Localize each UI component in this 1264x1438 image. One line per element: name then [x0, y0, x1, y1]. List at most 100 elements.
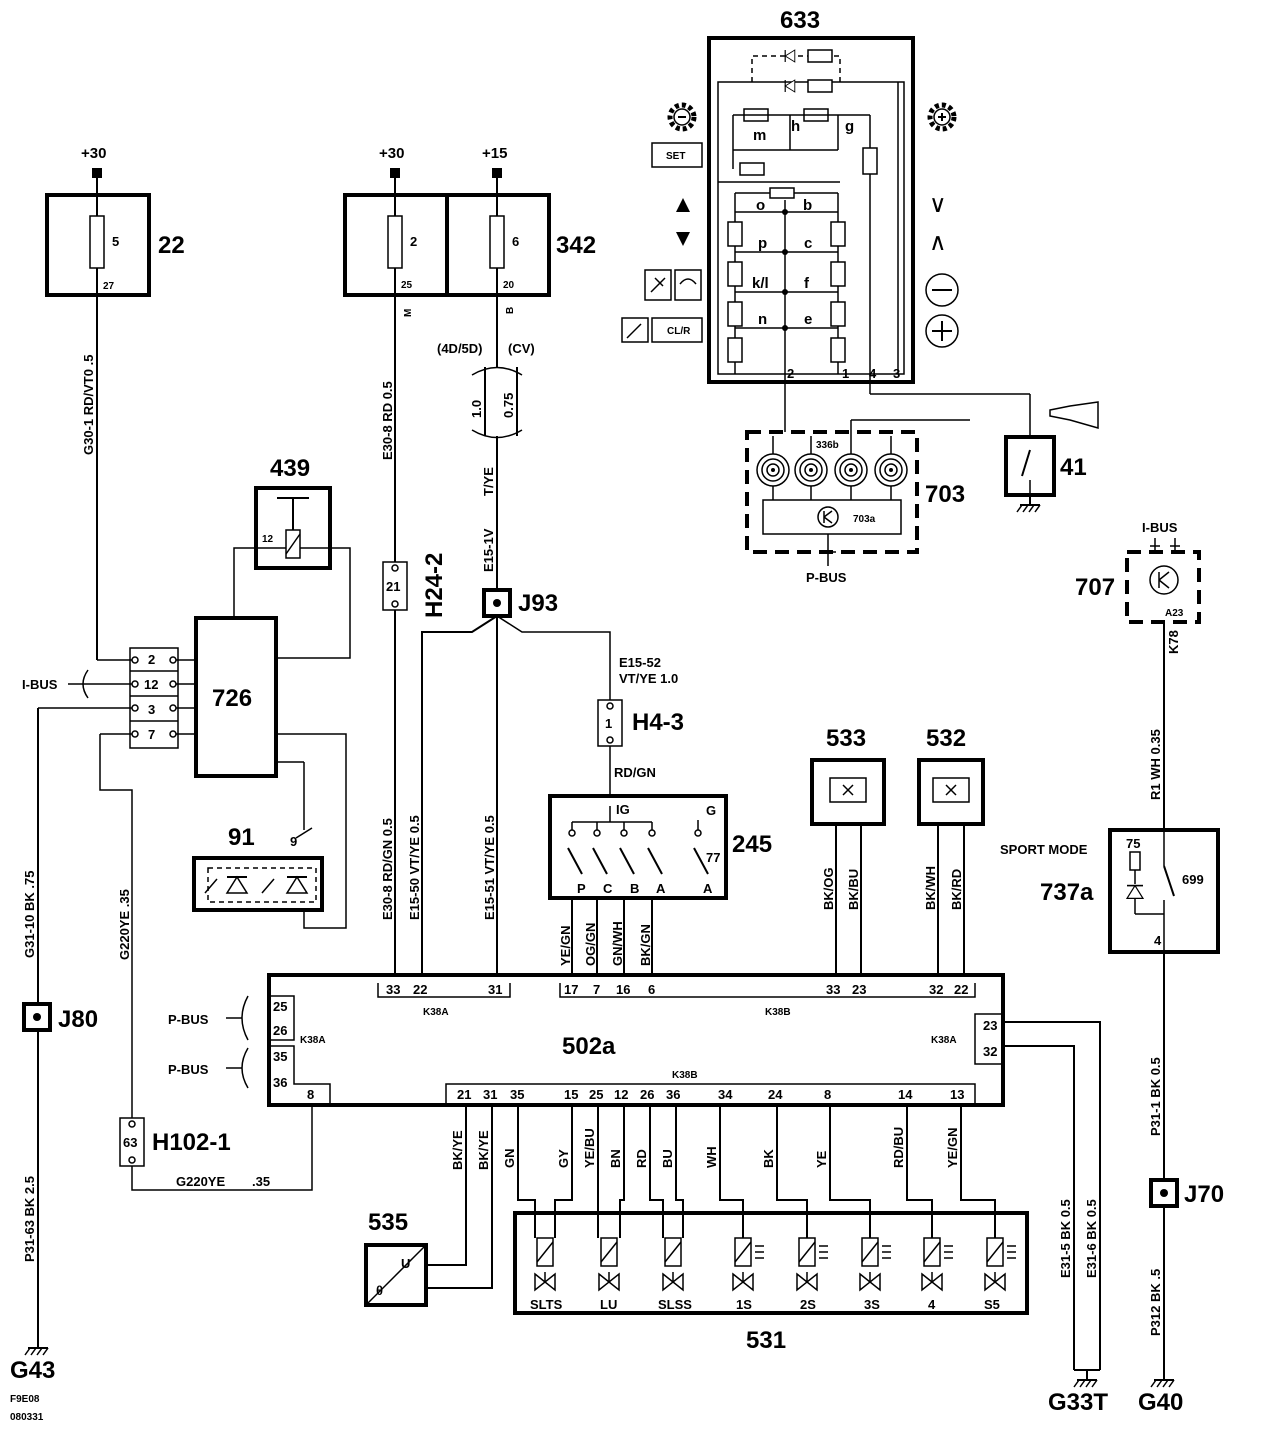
- pin: 15: [564, 1087, 578, 1102]
- valve-1s: 1S: [736, 1297, 752, 1312]
- connector-h24-2: 21 H24-2: [382, 553, 448, 618]
- p-bus-label: P-BUS: [168, 1012, 209, 1027]
- wire-g220-label: G220YE .35: [117, 889, 132, 960]
- pin-2: 2: [787, 366, 794, 381]
- minus-icon[interactable]: [925, 273, 959, 307]
- component-245-label: 245: [732, 831, 772, 858]
- clr-button[interactable]: [651, 317, 703, 343]
- pin: 23: [983, 1018, 997, 1033]
- theta-label: θ: [376, 1283, 383, 1298]
- pin: 8: [307, 1087, 314, 1102]
- fuse-342: +30 +15 2 6 25 20 M B 342: [343, 145, 596, 317]
- connector-h4-3: 1 H4-3: [597, 699, 684, 747]
- component-531-label: 531: [746, 1327, 786, 1354]
- fuse-pin: 27: [103, 281, 115, 292]
- pin: 31: [483, 1087, 497, 1102]
- footer-date: 080331: [10, 1412, 44, 1423]
- pin: 22: [954, 982, 968, 997]
- connector-j70: J70: [1149, 1178, 1224, 1208]
- pin: 25: [273, 999, 287, 1014]
- pin: 36: [273, 1075, 287, 1090]
- pin: 32: [929, 982, 943, 997]
- voice-icon[interactable]: [621, 317, 649, 343]
- switch-m: m: [753, 127, 766, 144]
- wire-g30-1-label: G30-1 RD/VT0 .5: [81, 355, 96, 455]
- wire-bkbu: BK/BU: [846, 869, 861, 910]
- fuse-number: 2: [410, 234, 417, 249]
- h4-3-label: H4-3: [632, 709, 684, 736]
- component-531-valve-body: 531 SLTS LU SLSS 1S 2S 3S 4 S5: [513, 1211, 1029, 1354]
- pin-p: P: [577, 881, 586, 896]
- fuse-pin: 25: [401, 280, 413, 291]
- component-707: 707 A23 I-BUS: [1075, 520, 1201, 624]
- pin-4: 4: [869, 366, 877, 381]
- k38a-left: K38A: [300, 1035, 326, 1046]
- fuse-side: M: [403, 309, 414, 317]
- component-633: 633 m h g o b p c k/l: [707, 7, 915, 384]
- gear-plus-icon[interactable]: [930, 105, 954, 129]
- valve-lu: LU: [600, 1297, 617, 1312]
- pin-12: 12: [144, 677, 158, 692]
- valve-s5: S5: [984, 1297, 1000, 1312]
- pin: 26: [640, 1087, 654, 1102]
- j70-label: J70: [1184, 1181, 1224, 1208]
- valve-4: 4: [928, 1297, 936, 1312]
- valve-2s: 2S: [800, 1297, 816, 1312]
- chevron-down-icon[interactable]: ∨: [929, 191, 947, 218]
- j93-label: J93: [518, 590, 558, 617]
- k38b-bottom: K38B: [672, 1070, 698, 1081]
- pin-b: B: [630, 881, 639, 896]
- pin: 16: [616, 982, 630, 997]
- switch-p: p: [758, 235, 767, 252]
- pin-a: A: [656, 881, 666, 896]
- component-245-selector-switch: 245 IG G P C B A 77 A: [548, 794, 772, 900]
- pin: 22: [413, 982, 427, 997]
- switch-o: o: [756, 197, 765, 214]
- h102-1-label: H102-1: [152, 1129, 231, 1156]
- arrow-up-icon[interactable]: [676, 198, 690, 212]
- wire-bn: BN: [608, 1149, 623, 1168]
- pin: 6: [648, 982, 655, 997]
- terminal-15-label: +15: [482, 145, 507, 162]
- set-label: SET: [666, 151, 685, 162]
- connector-j93: J93: [482, 588, 558, 618]
- pin: 17: [564, 982, 578, 997]
- pin-77: 77: [706, 850, 720, 865]
- ground-g33t-label: G33T: [1048, 1389, 1108, 1416]
- switch-f: f: [804, 275, 810, 292]
- gear-minus-icon[interactable]: [670, 105, 694, 129]
- wire-g31-10-label: G31-10 BK .75: [22, 871, 37, 958]
- fuse-pin: 20: [503, 280, 515, 291]
- pin-a23: A23: [1165, 608, 1184, 619]
- clock-spring: [794, 453, 828, 487]
- pin-75: 75: [1126, 836, 1140, 851]
- set-button[interactable]: [651, 142, 703, 168]
- pin: 33: [386, 982, 400, 997]
- valve-slss: SLSS: [658, 1297, 692, 1312]
- component-707-label: 707: [1075, 574, 1115, 601]
- wire-rd: RD: [634, 1149, 649, 1168]
- wire-bkog: BK/OG: [821, 867, 836, 910]
- pin: 7: [593, 982, 600, 997]
- switch-kl: k/l: [752, 275, 769, 292]
- pin: 35: [273, 1049, 287, 1064]
- wire-ye: YE: [814, 1150, 829, 1168]
- footer-code: F9E08: [10, 1394, 40, 1405]
- clock-spring: [874, 453, 908, 487]
- g-label: G: [706, 803, 716, 818]
- arrow-down-icon[interactable]: [676, 232, 690, 246]
- pin: 35: [510, 1087, 524, 1102]
- wire-bkrd: BK/RD: [949, 869, 964, 910]
- variant-label: (CV): [508, 341, 535, 356]
- chevron-up-icon[interactable]: ∧: [929, 229, 947, 256]
- wire-rdbu: RD/BU: [891, 1127, 906, 1168]
- fuse-side: B: [505, 307, 516, 314]
- pin: 23: [852, 982, 866, 997]
- wire-e30-8-bottom: E30-8 RD/GN 0.5: [380, 818, 395, 920]
- component-535-sensor: U θ 535: [364, 1209, 428, 1307]
- wire-size: 0.75: [501, 393, 516, 418]
- plus-icon[interactable]: [925, 314, 959, 348]
- component-41-label: 41: [1060, 454, 1087, 481]
- hang-up-icon[interactable]: [674, 269, 702, 301]
